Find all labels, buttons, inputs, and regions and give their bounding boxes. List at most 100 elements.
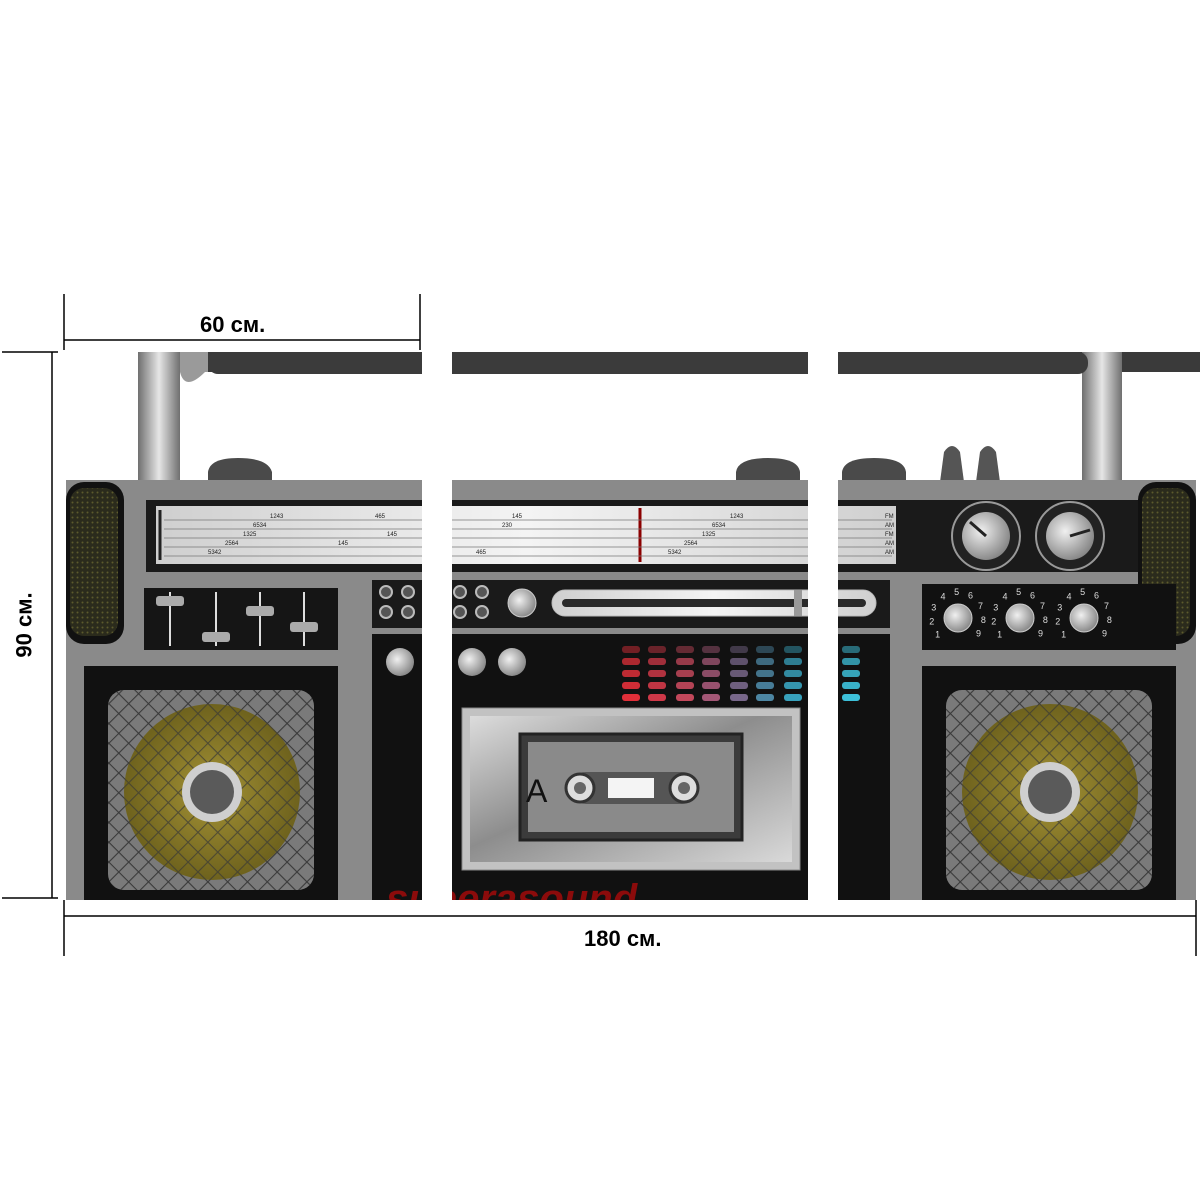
knob-scale-number: 4 [1066,591,1071,601]
eq-bar-segment [702,670,720,677]
bottom-margin [0,900,1200,920]
dial-left-r4c0: 5342 [208,550,222,556]
small-knob-icon [1005,603,1035,633]
eq-bar-segment [648,694,666,701]
carry-handle [138,352,1200,480]
panel-width-label: 60 см. [200,312,266,337]
dial-right-r4c1: AM [885,550,894,556]
dial-right-r0c1: FM [885,514,894,520]
panel-gap-2 [808,340,838,910]
knob-scale-number: 7 [1104,601,1109,611]
knob-scale-number: 2 [929,617,934,627]
dimension-lines [2,294,1197,956]
eq-bar-segment [648,646,666,653]
top-knobs [208,446,1000,482]
eq-bar-segment [702,658,720,665]
knob-scale-number: 8 [981,615,986,625]
cassette-deck: A [461,707,801,871]
dial-left-r0c0: 1243 [270,514,284,520]
knob-scale-number: 5 [1016,587,1021,597]
knob-scale-number: 5 [1080,587,1085,597]
height-label: 90 см. [11,592,37,658]
dial-right-r3c1: AM [885,541,894,547]
eq-bar-segment [622,682,640,689]
eq-bar-segment [622,694,640,701]
eq-bar-segment [784,682,802,689]
dial-left-r3c0: 2564 [225,541,239,547]
eq-bar-segment [842,646,860,653]
eq-bar-segment [842,670,860,677]
eq-bar-segment [676,670,694,677]
eq-bar-segment [730,694,748,701]
dial-right-r4c0: 5342 [668,550,682,556]
right-speaker [922,666,1176,900]
eq-bar-segment [648,682,666,689]
eq-bar-segment [622,658,640,665]
eq-bar-segment [676,694,694,701]
dial-left-r1c0: 6534 [253,523,267,529]
eq-bar-segment [730,682,748,689]
total-width-label: 180 см. [584,926,662,951]
eq-bar-segment [702,682,720,689]
knob-scale-number: 3 [993,602,998,612]
panel-gap-1 [422,340,452,910]
knob-scale-number: 7 [1040,601,1045,611]
dial-right-r1c1: AM [885,523,894,529]
dial-left-r3c1: 145 [338,541,349,547]
dial-center-1: 230 [502,523,513,529]
eq-bar-segment [756,646,774,653]
eq-bar-segment [842,694,860,701]
knob-scale-number: 6 [968,590,973,600]
eq-bar-segment [702,694,720,701]
knob-scale-number: 4 [1002,591,1007,601]
eq-bar-segment [676,646,694,653]
eq-bar-segment [648,670,666,677]
eq-bar-segment [784,694,802,701]
small-knob-icon [1069,603,1099,633]
dial-right-r1c0: 6534 [712,523,726,529]
eq-bar-segment [784,646,802,653]
knob-scale-number: 3 [931,602,936,612]
knob-scale-number: 1 [997,630,1002,640]
vu-meter-bars [622,646,860,701]
knob-scale-number: 1 [935,630,940,640]
eq-bar-segment [730,646,748,653]
eq-bar-segment [730,670,748,677]
tuning-slider-handle [794,590,802,616]
knob-scale-number: 6 [1030,590,1035,600]
eq-bar-segment [676,658,694,665]
knob-scale-number: 1 [1061,630,1066,640]
tuning-knob-icon [507,588,537,618]
knob-scale-number: 5 [954,587,959,597]
knob-scale-number: 9 [976,628,981,638]
knob-scale-number: 7 [978,601,983,611]
eq-bar-segment [756,670,774,677]
dial-left-r2c0: 1325 [243,532,257,538]
dial-right-r0c0: 1243 [730,514,744,520]
dial-left-r2c1: 145 [387,532,398,538]
eq-bar-segment [622,646,640,653]
eq-bar-segment [842,658,860,665]
eq-bar-segment [676,682,694,689]
eq-bar-segment [784,670,802,677]
eq-bar-segment [702,646,720,653]
eq-bar-segment [842,682,860,689]
knob-scale-number: 4 [940,591,945,601]
eq-bar-segment [622,670,640,677]
eq-bar-segment [756,694,774,701]
knob-scale-number: 3 [1057,602,1062,612]
knob-scale-number: 9 [1038,628,1043,638]
left-speaker [84,666,338,900]
radio-dial: 1243 465 6534 1325 145 2564 145 5342 145… [156,506,896,564]
knob-scale-number: 9 [1102,628,1107,638]
dial-left-r0c1: 465 [375,514,386,520]
left-margin [0,340,66,910]
cassette-side-label: A [526,773,548,809]
equalizer-sliders [144,588,338,650]
small-knob-icon [943,603,973,633]
dial-right-r2c0: 1325 [702,532,716,538]
knob-scale-number: 2 [1055,617,1060,627]
dial-center-0: 145 [512,514,523,520]
